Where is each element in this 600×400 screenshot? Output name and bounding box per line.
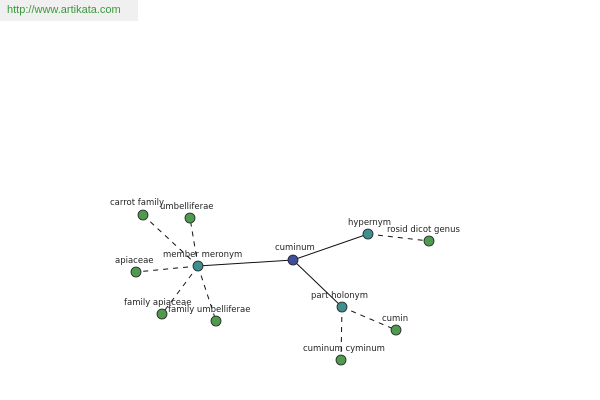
edge-member-meronym-to-apiaceae: [135, 265, 199, 273]
edge-member-meronym-to-umbelliferae: [189, 217, 199, 267]
node-rosid-dicot-genus[interactable]: rosid dicot genus: [387, 225, 460, 247]
watermark-url: http://www.artikata.com: [0, 0, 138, 21]
node-marker-family-apiaceae[interactable]: [156, 308, 168, 320]
node-marker-cuminum[interactable]: [287, 254, 299, 266]
node-label-family-umbelliferae: family umbelliferae: [168, 305, 250, 315]
node-label-member-meronym: member meronym: [163, 250, 242, 260]
node-label-cumin: cumin: [382, 314, 408, 324]
node-label-carrot-family: carrot family: [110, 198, 164, 208]
node-label-rosid-dicot-genus: rosid dicot genus: [387, 225, 460, 235]
node-hypernym[interactable]: hypernym: [348, 218, 391, 240]
node-carrot-family[interactable]: carrot family: [110, 198, 164, 221]
node-marker-carrot-family[interactable]: [137, 209, 149, 221]
node-part-holonym[interactable]: part holonym: [311, 291, 368, 313]
node-family-apiaceae[interactable]: family apiaceae: [124, 298, 191, 320]
node-label-hypernym: hypernym: [348, 218, 391, 228]
node-marker-cuminum-cyminum[interactable]: [335, 354, 347, 366]
node-marker-cumin[interactable]: [390, 324, 402, 336]
edges-layer: [135, 214, 430, 361]
node-marker-member-meronym[interactable]: [192, 260, 204, 272]
node-cumin[interactable]: cumin: [382, 314, 408, 336]
nodes-layer: cuminum member meronym hypernym part holony…: [110, 198, 460, 366]
node-marker-part-holonym[interactable]: [336, 301, 348, 313]
edge-cuminum-to-hypernym: [292, 233, 369, 261]
node-label-umbelliferae: umbelliferae: [160, 202, 214, 212]
edge-cuminum-to-part-holonym: [292, 259, 343, 308]
node-family-umbelliferae[interactable]: family umbelliferae: [168, 305, 250, 327]
node-marker-umbelliferae[interactable]: [184, 212, 196, 224]
edge-member-meronym-to-family-apiaceae: [161, 265, 199, 315]
node-label-cuminum-cyminum: cuminum cyminum: [303, 344, 385, 354]
node-member-meronym[interactable]: member meronym: [163, 250, 242, 272]
edge-part-holonym-to-cuminum-cyminum: [340, 306, 343, 361]
edge-hypernym-to-rosid-dicot-genus: [367, 233, 430, 242]
node-marker-hypernym[interactable]: [362, 228, 374, 240]
node-marker-apiaceae[interactable]: [130, 266, 142, 278]
node-cuminum-cyminum[interactable]: cuminum cyminum: [303, 344, 385, 366]
node-label-family-apiaceae: family apiaceae: [124, 298, 191, 308]
node-label-apiaceae: apiaceae: [115, 256, 154, 266]
node-umbelliferae[interactable]: umbelliferae: [160, 202, 214, 224]
node-marker-rosid-dicot-genus[interactable]: [423, 235, 435, 247]
node-label-part-holonym: part holonym: [311, 291, 368, 301]
node-apiaceae[interactable]: apiaceae: [115, 256, 154, 278]
node-label-cuminum: cuminum: [275, 243, 315, 253]
edge-cuminum-to-member-meronym: [197, 259, 294, 267]
node-marker-family-umbelliferae[interactable]: [210, 315, 222, 327]
edge-member-meronym-to-carrot-family: [142, 214, 199, 267]
node-cuminum[interactable]: cuminum: [275, 243, 315, 266]
